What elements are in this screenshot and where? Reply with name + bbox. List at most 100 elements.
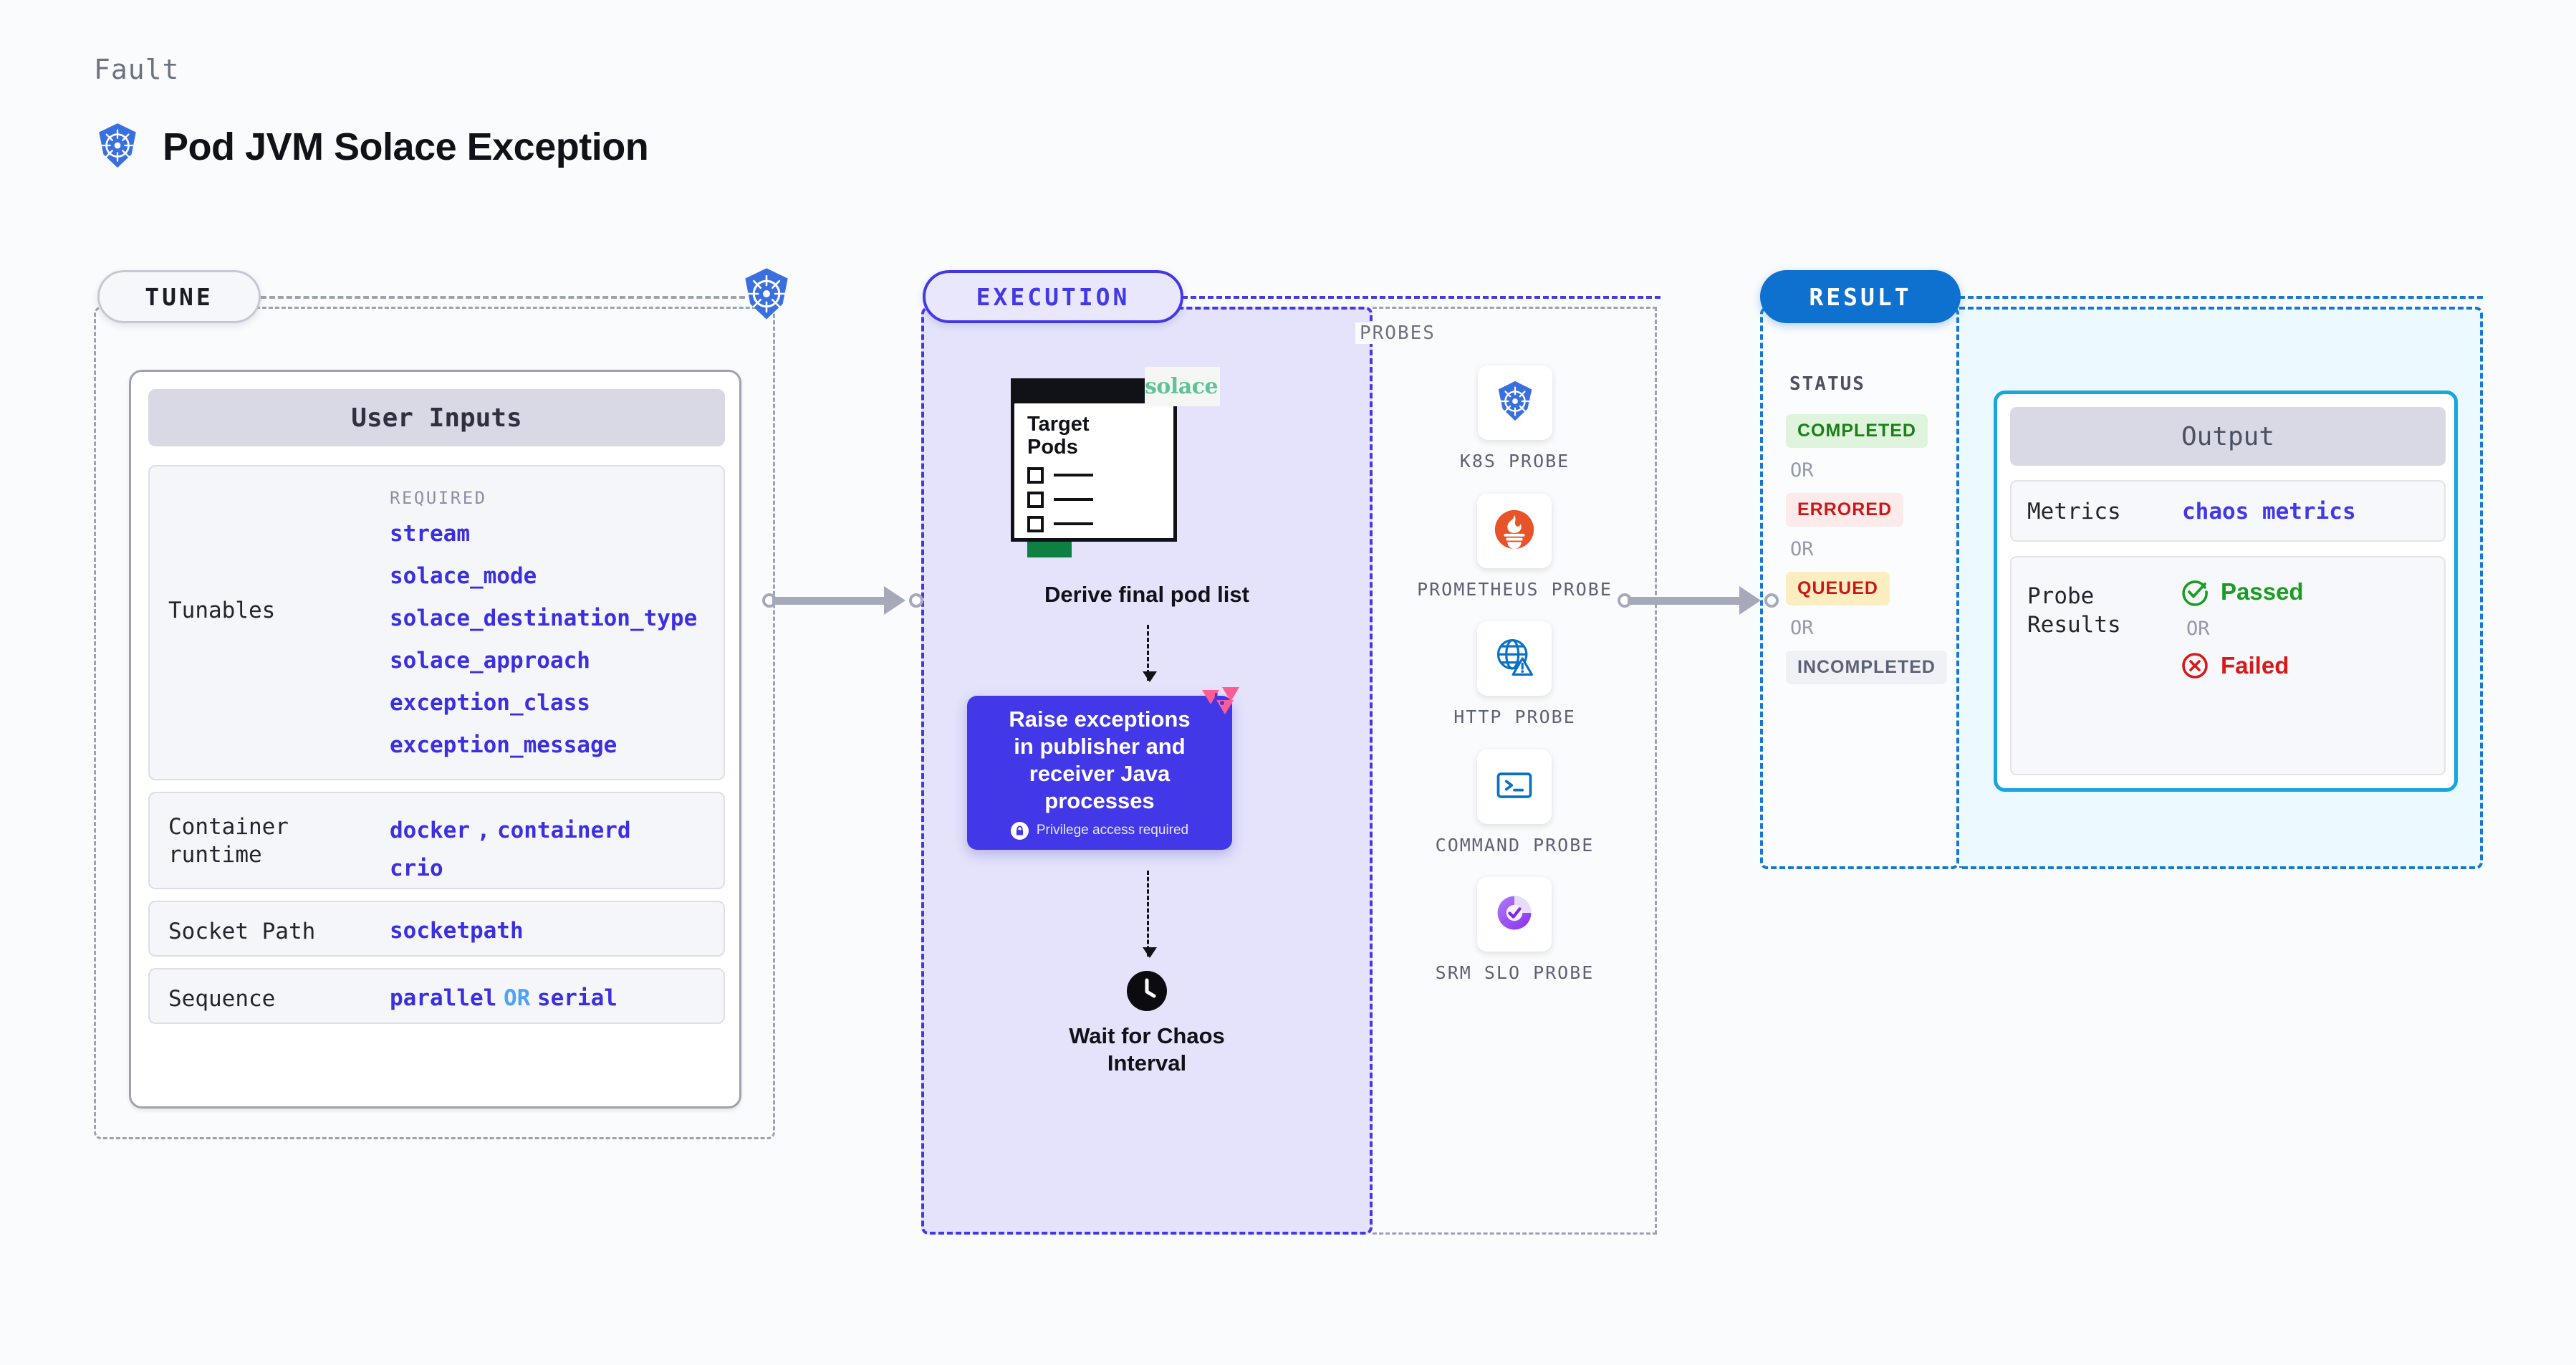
output-title: Output <box>2181 421 2275 451</box>
kubernetes-icon <box>94 122 141 172</box>
status-or: OR <box>1790 617 1814 639</box>
pod-list-item <box>1027 515 1173 532</box>
execution-stage-pill[interactable]: EXECUTION <box>923 270 1183 323</box>
pod-card-title-line2: Pods <box>1027 435 1078 459</box>
tunable-exception-message[interactable]: exception_message <box>390 732 617 758</box>
metrics-value[interactable]: chaos metrics <box>2182 499 2356 525</box>
pod-list-item <box>1027 466 1173 484</box>
socket-path-value[interactable]: socketpath <box>390 918 524 944</box>
runtime-docker[interactable]: docker <box>390 818 470 843</box>
tunable-solace-approach[interactable]: solace_approach <box>390 648 590 674</box>
litmus-chaos-icon <box>1201 686 1241 723</box>
tunables-label: Tunables <box>168 598 276 623</box>
pod-line-dash <box>1054 522 1093 526</box>
srm-slo-icon <box>1493 891 1536 937</box>
probe-tile <box>1477 621 1552 696</box>
connector-arrow-head <box>1739 586 1761 615</box>
tune-dash-line <box>261 296 745 299</box>
probe-results-values: Passed OR Failed <box>2181 578 2304 680</box>
result-dash-line <box>1959 296 2483 299</box>
tunable-solace-mode[interactable]: solace_mode <box>390 563 537 589</box>
result-stage-pill[interactable]: RESULT <box>1760 270 1961 323</box>
probe-item-k8s[interactable]: K8S PROBE <box>1460 365 1570 474</box>
prometheus-icon <box>1492 507 1537 555</box>
user-inputs-header: User Inputs <box>148 389 725 446</box>
probe-label: K8S PROBE <box>1459 451 1570 471</box>
failed-label: Failed <box>2221 652 2289 679</box>
pod-card-title-line1: Target <box>1027 413 1090 436</box>
sequence-row: Sequence parallel OR serial <box>148 968 725 1024</box>
connector-bar <box>772 597 891 605</box>
sequence-joiner: OR <box>503 985 531 1011</box>
checkbox-icon <box>1027 491 1044 508</box>
probe-label: COMMAND PROBE <box>1435 834 1595 856</box>
probe-result-or: OR <box>2186 618 2210 640</box>
terminal-icon <box>1493 764 1536 810</box>
status-list: COMPLETED OR ERRORED OR QUEUED OR INCOMP… <box>1786 414 1947 684</box>
lock-icon <box>1010 821 1029 840</box>
arrow-raise-to-wait <box>1143 871 1157 958</box>
probe-tile <box>1477 749 1552 824</box>
wait-line1: Wait for Chaos <box>1069 1023 1225 1048</box>
tunable-solace-destination-type[interactable]: solace_destination_type <box>390 605 698 631</box>
wait-for-chaos-label: Wait for Chaos Interval <box>1069 1022 1225 1077</box>
status-label: STATUS <box>1789 373 1865 395</box>
runtime-containerd[interactable]: containerd <box>496 818 631 843</box>
raise-exceptions-card[interactable]: Raise exceptions in publisher and receiv… <box>967 687 1239 850</box>
connector-tune-execution <box>762 586 927 615</box>
probe-tile <box>1477 493 1552 568</box>
raise-exceptions-text: Raise exceptions in publisher and receiv… <box>1009 706 1190 814</box>
solace-logo-text: solace <box>1144 374 1219 399</box>
raise-line3: receiver Java <box>1029 761 1171 786</box>
probe-tile <box>1477 365 1552 440</box>
execution-dash-line <box>1182 296 1661 299</box>
status-or: OR <box>1790 459 1814 482</box>
passed-label: Passed <box>2221 578 2304 605</box>
runtime-separator: , <box>476 818 491 843</box>
socket-path-label: Socket Path <box>168 919 316 944</box>
connector-bar <box>1628 597 1746 605</box>
solace-logo: solace <box>1145 367 1220 406</box>
sequence-parallel[interactable]: parallel <box>390 985 497 1011</box>
status-badge-incompleted: INCOMPLETED <box>1786 651 1947 684</box>
sequence-label: Sequence <box>168 986 276 1012</box>
check-circle-icon <box>2182 580 2208 606</box>
status-badge-queued: QUEUED <box>1786 572 1890 605</box>
probe-item-http[interactable]: HTTP PROBE <box>1453 621 1576 729</box>
connector-execution-result <box>1618 586 1782 615</box>
required-label: REQUIRED <box>390 488 487 508</box>
fault-eyebrow: Fault <box>94 54 180 85</box>
container-runtime-values: docker , containerd crio <box>390 812 631 887</box>
tune-stage-pill[interactable]: TUNE <box>97 270 261 323</box>
tunable-exception-class[interactable]: exception_class <box>390 690 590 716</box>
tune-pill-label: TUNE <box>145 282 213 311</box>
privilege-note-text: Privilege access required <box>1036 823 1189 838</box>
runtime-crio[interactable]: crio <box>390 855 443 881</box>
probe-item-prometheus[interactable]: PROMETHEUS PROBE <box>1417 493 1613 602</box>
user-inputs-title: User Inputs <box>351 403 522 433</box>
tunables-row: Tunables REQUIRED stream solace_mode sol… <box>148 465 725 780</box>
probe-item-command[interactable]: COMMAND PROBE <box>1436 749 1595 858</box>
x-circle-icon <box>2182 653 2208 679</box>
pod-green-bar <box>1027 541 1072 557</box>
status-badge-completed: COMPLETED <box>1786 414 1928 448</box>
probe-tile <box>1477 877 1552 952</box>
raise-line4: processes <box>1044 787 1155 813</box>
raise-line2: in publisher and <box>1014 734 1186 760</box>
raise-line1: Raise exceptions <box>1009 707 1191 732</box>
probe-label: HTTP PROBE <box>1453 707 1576 727</box>
sequence-serial[interactable]: serial <box>537 985 617 1011</box>
result-pill-label: RESULT <box>1809 282 1912 311</box>
probes-list: K8S PROBE PROMETHEUS PROBE <box>1373 365 1657 985</box>
probe-label: PROMETHEUS PROBE <box>1417 578 1613 600</box>
execution-pill-label: EXECUTION <box>976 282 1130 311</box>
metrics-label: Metrics <box>2027 499 2121 525</box>
tunable-stream[interactable]: stream <box>390 521 470 547</box>
probe-item-srm-slo[interactable]: SRM SLO PROBE <box>1436 877 1595 985</box>
arrow-derive-to-raise <box>1143 625 1157 682</box>
socket-path-row: Socket Path socketpath <box>148 901 725 957</box>
